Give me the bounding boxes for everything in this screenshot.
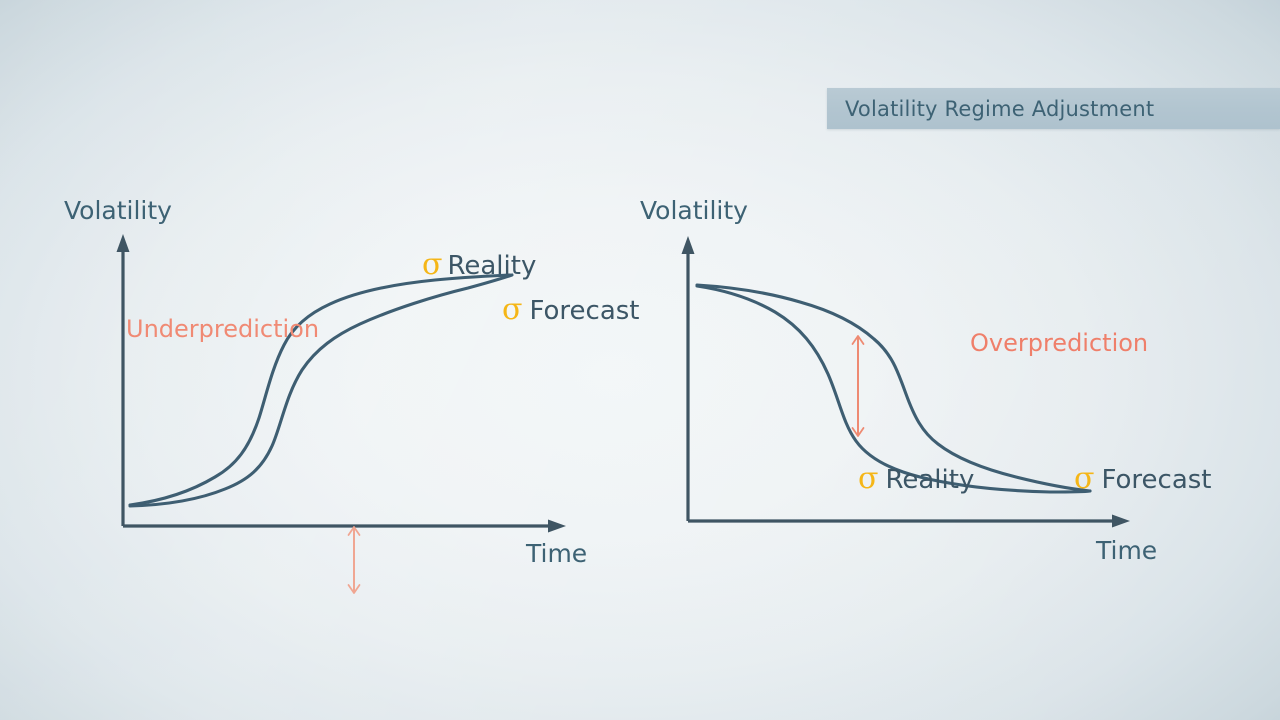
right-legend-forecast: σ Forecast (1074, 464, 1212, 494)
right-annotation-overprediction: Overprediction (970, 329, 1149, 357)
right-legend-forecast-label: Forecast (1101, 465, 1212, 495)
sigma-icon: σ (1074, 461, 1095, 496)
page-title: Volatility Regime Adjustment (845, 96, 1155, 121)
right-x-axis (688, 514, 1130, 528)
right-legend-reality: σ Reality (858, 464, 974, 494)
left-x-axis-label: Time (526, 539, 588, 568)
left-y-axis-label: Volatility (64, 196, 172, 225)
left-annotation-underprediction: Underprediction (126, 315, 320, 343)
left-legend-reality: σ Reality (422, 250, 536, 280)
right-curve-forecast (695, 283, 1092, 493)
left-chart-graphics (116, 234, 566, 594)
right-legend-reality-label: Reality (885, 465, 975, 495)
sigma-icon: σ (858, 461, 879, 496)
right-gap-arrow (851, 335, 865, 437)
chart-underprediction: Volatility Time Underprediction σ Realit… (40, 180, 660, 594)
slide-title-bar: Volatility Regime Adjustment (827, 88, 1280, 129)
right-y-axis (681, 236, 695, 521)
left-curve-forecast (128, 273, 514, 508)
left-legend-forecast-label: Forecast (529, 296, 640, 326)
right-chart-graphics (681, 236, 1130, 528)
sigma-icon: σ (502, 292, 523, 327)
left-curve-reality (128, 273, 512, 507)
left-x-axis (123, 519, 566, 533)
right-x-axis-label: Time (1096, 536, 1158, 565)
right-curve-reality (695, 284, 1092, 494)
sigma-icon: σ (422, 247, 443, 282)
left-legend-reality-label: Reality (447, 251, 537, 281)
left-gap-arrow (347, 526, 361, 594)
right-y-axis-label: Volatility (640, 196, 748, 225)
left-legend-forecast: σ Forecast (502, 295, 640, 325)
left-y-axis (116, 234, 130, 526)
chart-overprediction: Volatility Time Overprediction σ Reality… (620, 180, 1260, 580)
